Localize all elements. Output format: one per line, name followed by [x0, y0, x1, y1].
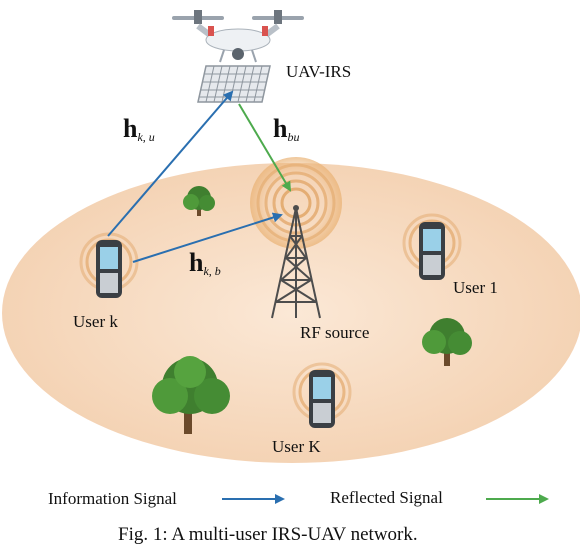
- uav-drone-icon: [172, 10, 304, 103]
- user-k-phone-icon: [79, 232, 139, 298]
- legend-information-label: Information Signal: [48, 489, 177, 508]
- channel-h-ku-label: hk, u: [123, 114, 155, 144]
- arrow-h-ku: [107, 90, 234, 237]
- arrow-h-bu: [238, 103, 292, 192]
- uav-irs-label: UAV-IRS: [286, 62, 352, 81]
- rf-source-tower-icon: [250, 157, 342, 319]
- user-1-label: User 1: [453, 278, 498, 297]
- channel-h-kb-label: hk, b: [189, 248, 221, 278]
- legend-reflected-label: Reflected Signal: [330, 488, 443, 507]
- figure-caption: Fig. 1: A multi-user IRS-UAV network.: [118, 524, 418, 545]
- tree-icon: [152, 356, 230, 434]
- rf-source-label: RF source: [300, 323, 370, 342]
- channel-h-bu-label: hbu: [273, 114, 300, 144]
- arrow-h-kb: [132, 212, 283, 263]
- tree-icon: [422, 318, 472, 366]
- user-k-label: User k: [73, 312, 118, 331]
- user-K-label: User K: [272, 437, 321, 456]
- user-K-phone-icon: [292, 362, 352, 428]
- user-1-phone-icon: [402, 213, 462, 280]
- tree-icon: [183, 186, 215, 216]
